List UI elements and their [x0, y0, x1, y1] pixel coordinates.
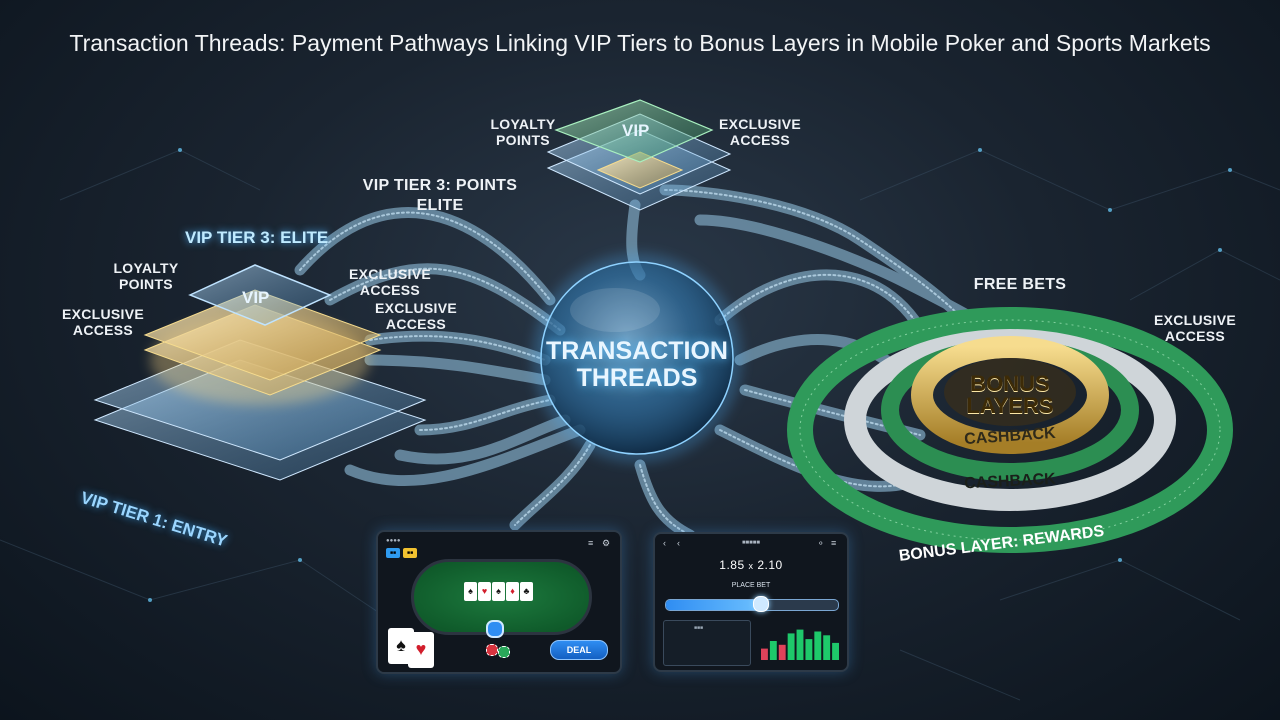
sports-bar	[796, 629, 804, 660]
free-bets-label: FREE BETS	[973, 276, 1067, 293]
back-arrow-icon[interactable]: ‹	[677, 538, 680, 548]
dealer-chip-icon	[486, 620, 504, 638]
odds-left[interactable]: 1.85	[719, 558, 745, 572]
left-vip-stack	[93, 264, 427, 481]
bonus-layers-label: BONUS LAYERS	[966, 371, 1054, 418]
bet-list-header-icon: ■■■	[694, 625, 704, 631]
bet-list-panel: ■■■	[663, 620, 751, 666]
settings-gear-icon[interactable]: ⚙	[602, 538, 611, 548]
hub-label: TRANSACTION THREADS	[546, 337, 728, 392]
left-vip-tile-label: VIP	[242, 288, 270, 307]
poker-phone-mockup: ●●●● ■■ ■■ ≡ ⚙ ♠ ♥ ♠ ♦ ♣ ♠ ♥ DEAL	[376, 530, 622, 674]
bet-slider-fill	[666, 600, 761, 610]
community-card: ♠	[464, 582, 477, 601]
right-exclusive-label-1: EXCLUSIVE ACCESS	[348, 266, 432, 298]
sports-bar	[814, 631, 822, 660]
sports-bar	[823, 635, 831, 660]
right-exclusive-label-2: EXCLUSIVE ACCESS	[374, 300, 458, 332]
sports-bar	[832, 642, 839, 660]
deal-button[interactable]: DEAL	[550, 640, 608, 660]
transaction-hub	[532, 253, 742, 463]
sports-bar	[805, 639, 813, 660]
poker-tabs: ■■ ■■	[386, 548, 418, 558]
top-tier-label: VIP TIER 3: POINTS ELITE	[362, 177, 518, 214]
community-card: ♥	[478, 582, 491, 601]
top-exclusive-label: EXCLUSIVE ACCESS	[718, 116, 802, 148]
top-vip-tile-label: VIP	[622, 121, 650, 140]
poker-tab-blue[interactable]: ■■	[386, 548, 401, 558]
poker-chip-icon	[486, 644, 498, 656]
sports-phone-mockup: ‹ ‹ ■■■■■ ⚬ ≡ 1.85 x 2.10 PLACE BET ■■■	[653, 532, 849, 672]
community-card: ♣	[520, 582, 533, 601]
bonus-exclusive-label: EXCLUSIVE ACCESS	[1153, 312, 1237, 344]
tier-elite-label: VIP TIER 3: ELITE	[185, 228, 329, 247]
left-loyalty-label: LOYALTY POINTS	[113, 260, 179, 292]
bet-amount-slider[interactable]	[665, 599, 839, 611]
community-card: ♦	[506, 582, 519, 601]
poker-app-logo-icon: ●●●●	[386, 538, 401, 544]
player-hole-card: ♥	[408, 632, 434, 668]
sports-bar-chart	[761, 629, 839, 660]
sports-bar	[778, 644, 786, 660]
back-arrow-icon[interactable]: ‹	[663, 538, 666, 548]
menu-icon[interactable]: ≡	[588, 538, 594, 548]
sports-bar	[761, 648, 768, 660]
bonus-rings	[787, 307, 1233, 553]
place-bet-label: PLACE BET	[731, 582, 771, 589]
community-card: ♠	[492, 582, 505, 601]
diagram-title: Transaction Threads: Payment Pathways Li…	[69, 30, 1211, 56]
odds-separator: x	[748, 561, 754, 571]
top-loyalty-label: LOYALTY POINTS	[490, 116, 556, 148]
sports-app-header: ■■■■■	[741, 540, 761, 546]
odds-right[interactable]: 2.10	[757, 558, 783, 572]
odds-display: 1.85 x 2.10	[655, 558, 847, 572]
sports-bar	[769, 641, 777, 660]
background-nodes	[148, 148, 1232, 602]
top-vip-stack	[546, 99, 732, 211]
poker-tab-yellow[interactable]: ■■	[403, 548, 418, 558]
sports-bar	[787, 633, 795, 660]
bet-slider-knob[interactable]	[752, 596, 769, 612]
left-exclusive-label: EXCLUSIVE ACCESS	[61, 306, 145, 338]
menu-icon[interactable]: ≡	[831, 538, 837, 548]
poker-chip-icon	[498, 646, 510, 658]
lock-icon[interactable]: ⚬	[817, 538, 825, 548]
